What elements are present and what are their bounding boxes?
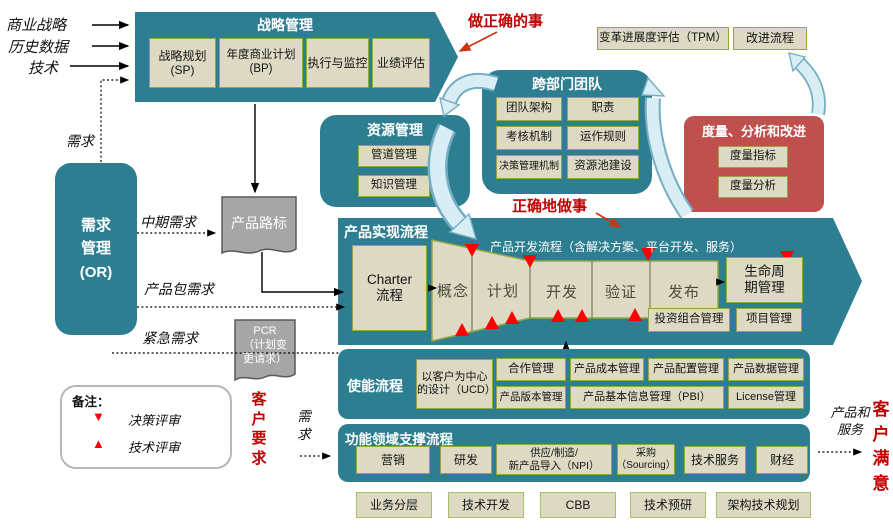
improve-process-box: 改进流程 xyxy=(733,27,807,50)
label-demand: 需求 xyxy=(66,134,94,150)
label-midterm-demand: 中期需求 xyxy=(140,215,196,231)
label-urgent-demand: 紧急需求 xyxy=(142,331,198,347)
input-technology: 技术 xyxy=(28,59,59,77)
charter-process-box: Charter 流程 xyxy=(352,245,427,331)
enabling-ucd: 以客户为中心 的设计（UCD） xyxy=(416,359,496,409)
annotation-do-things-right: 正确地做事 xyxy=(512,198,588,215)
enabling-data-mgmt: 产品数据管理 xyxy=(728,358,804,381)
enabling-title: 使能流程 xyxy=(347,378,403,394)
functional-marketing: 营销 xyxy=(356,446,430,474)
label-products-services: 产品和 服务 xyxy=(830,406,870,438)
metrics-title: 度量、分析和改进 xyxy=(701,124,806,139)
phase-verify: 验证 xyxy=(604,284,637,301)
strategy-item-review: 业绩评估 xyxy=(372,38,430,88)
cross-team-duty: 职责 xyxy=(567,97,639,121)
arrow-demand-to-strategy xyxy=(100,76,130,162)
annotation-do-right-things: 做正确的事 xyxy=(468,13,544,30)
label-package-demand: 产品包需求 xyxy=(144,282,214,298)
strategy-item-bp: 年度商业计划 (BP) xyxy=(219,38,303,88)
cross-team-decision-mechanism: 决策管理机制 xyxy=(496,155,562,179)
functional-rd: 研发 xyxy=(440,446,492,474)
cross-team-assessment: 考核机制 xyxy=(496,126,562,150)
enabling-pbi: 产品基本信息管理（PBI） xyxy=(570,386,724,409)
functional-sourcing: 采购 （Sourcing） xyxy=(616,444,676,475)
functional-title: 功能领域支撑流程 xyxy=(345,432,453,447)
phase-release: 发布 xyxy=(667,284,700,301)
phase-plan: 计划 xyxy=(486,283,519,300)
strategy-item-monitor: 执行与监控 xyxy=(306,38,369,88)
functional-npi: 供应/制造/ 新产品导入（NPI） xyxy=(496,444,612,475)
realization-title: 产品实现流程 xyxy=(344,224,428,240)
decision-review-icon: ▼ xyxy=(92,409,105,424)
demand-mgmt-box: 需求 管理 (OR) xyxy=(55,163,137,335)
tech-cbb: CBB xyxy=(540,492,616,518)
roadmap-document-shape xyxy=(221,196,297,255)
legend-technical-review: 技术评审 xyxy=(128,441,181,456)
technical-review-icon: ▲ xyxy=(92,436,105,451)
enabling-cost-mgmt: 产品成本管理 xyxy=(570,358,644,381)
tech-business-layering: 业务分层 xyxy=(356,492,432,518)
roadmap-label: 产品路标 xyxy=(231,215,287,231)
tech-development: 技术开发 xyxy=(448,492,524,518)
resources-pipeline: 管道管理 xyxy=(358,145,430,167)
tech-architecture-planning: 架构技术规划 xyxy=(716,492,811,518)
enabling-version-mgmt: 产品版本管理 xyxy=(496,386,566,409)
project-mgmt-box: 项目管理 xyxy=(736,308,802,332)
cross-team-structure: 团队架构 xyxy=(496,97,562,121)
enabling-cooperation: 合作管理 xyxy=(496,358,566,381)
input-history-data: 历史数据 xyxy=(8,38,69,56)
portfolio-mgmt-box: 投资组合管理 xyxy=(648,308,730,332)
cross-team-rules: 运作规则 xyxy=(567,126,639,150)
resources-title: 资源管理 xyxy=(367,122,423,138)
legend-decision-review: 决策评审 xyxy=(128,414,181,429)
metrics-analysis: 度量分析 xyxy=(718,176,788,198)
functional-tech-service: 技术服务 xyxy=(684,446,746,474)
arrow-roadmap-to-charter xyxy=(261,252,345,297)
pcr-label: PCR （计划变 更请求） xyxy=(243,325,287,365)
phase-concept: 概念 xyxy=(436,283,469,300)
cross-team-title: 跨部门团队 xyxy=(532,76,602,92)
demand-mgmt-title: 需求 管理 (OR) xyxy=(79,217,113,281)
tpm-box: 变革进展度评估（TPM） xyxy=(597,27,729,50)
resources-knowledge: 知识管理 xyxy=(358,175,430,197)
legend-box xyxy=(60,385,232,469)
legend-title: 备注： xyxy=(72,395,110,409)
enabling-config-mgmt: 产品配置管理 xyxy=(648,358,724,381)
strategy-item-sp: 战略规划 (SP) xyxy=(149,38,216,88)
realization-subtitle: 产品开发流程（含解决方案、平台开发、服务） xyxy=(490,240,743,254)
label-customer-requirements: 客户要求 xyxy=(251,391,267,467)
input-business-strategy: 商业战略 xyxy=(6,16,67,34)
phase-develop: 开发 xyxy=(545,284,578,301)
tech-research: 技术预研 xyxy=(630,492,706,518)
pcr-document-shape xyxy=(234,319,296,382)
cross-team-resource-pool: 资源池建设 xyxy=(567,155,639,179)
enabling-license-mgmt: License管理 xyxy=(728,386,804,409)
label-demand-bottom: 需求 xyxy=(297,409,311,444)
technical-review-triangles xyxy=(455,308,642,336)
metrics-indicator: 度量指标 xyxy=(718,146,788,168)
functional-finance: 财经 xyxy=(756,446,808,474)
lifecycle-mgmt-box: 生命周 期管理 xyxy=(726,257,803,303)
label-customer-satisfaction: 客户满意 xyxy=(872,400,890,493)
strategy-title: 战略管理 xyxy=(257,17,313,33)
